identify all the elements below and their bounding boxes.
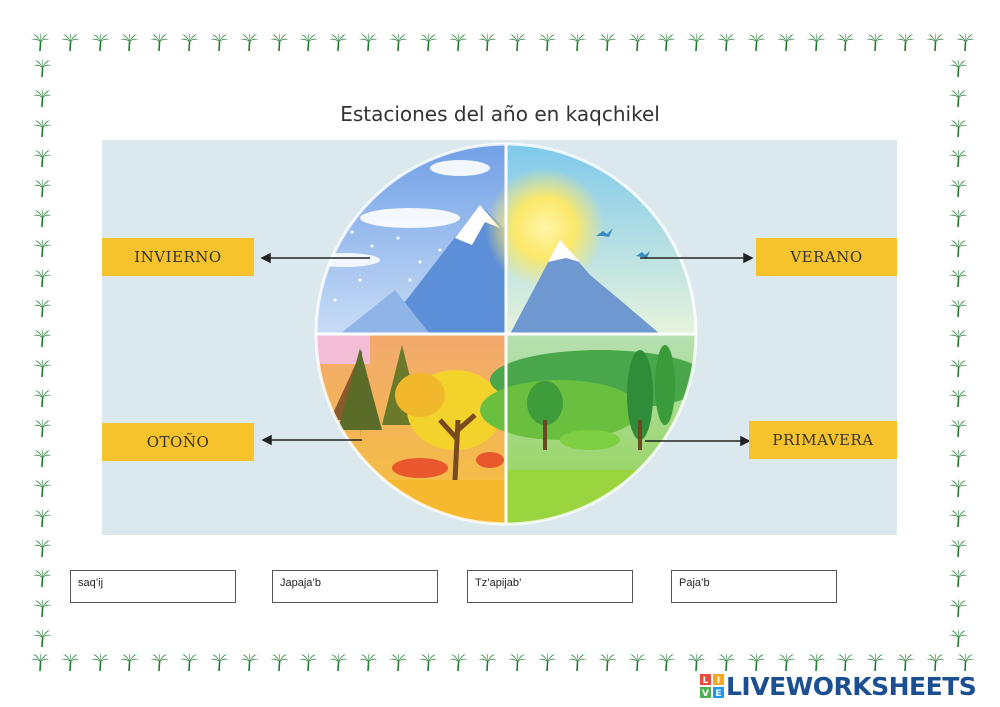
label-winter: INVIERNO (102, 238, 254, 276)
live-icon: L I V E (700, 674, 724, 698)
winter-quadrant (316, 144, 506, 334)
brand-text: LIVEWORKSHEETS (726, 671, 977, 701)
arrow-summer (640, 252, 754, 264)
label-summer: VERANO (756, 238, 897, 276)
svg-text:V: V (702, 689, 709, 698)
label-autumn: OTOÑO (102, 423, 254, 461)
answer-box-4[interactable]: Paja’b (671, 570, 837, 603)
page-title: Estaciones del año en kaqchikel (340, 102, 660, 126)
answer-box-2[interactable]: Japaja’b (272, 570, 438, 603)
svg-text:L: L (703, 676, 709, 686)
label-spring: PRIMAVERA (749, 421, 897, 459)
arrow-autumn (261, 434, 362, 446)
answer-box-1[interactable]: saq’ij (70, 570, 236, 603)
answer-box-3[interactable]: Tz’apijab’ (467, 570, 633, 603)
autumn-quadrant (316, 334, 506, 524)
arrow-winter (260, 252, 370, 264)
svg-text:E: E (715, 689, 721, 698)
spring-quadrant (480, 334, 696, 524)
summer-quadrant (485, 144, 696, 334)
svg-text:I: I (717, 676, 720, 686)
arrow-spring (645, 435, 751, 447)
liveworksheets-logo[interactable]: L I V E LIVEWORKSHEETS (700, 671, 977, 701)
